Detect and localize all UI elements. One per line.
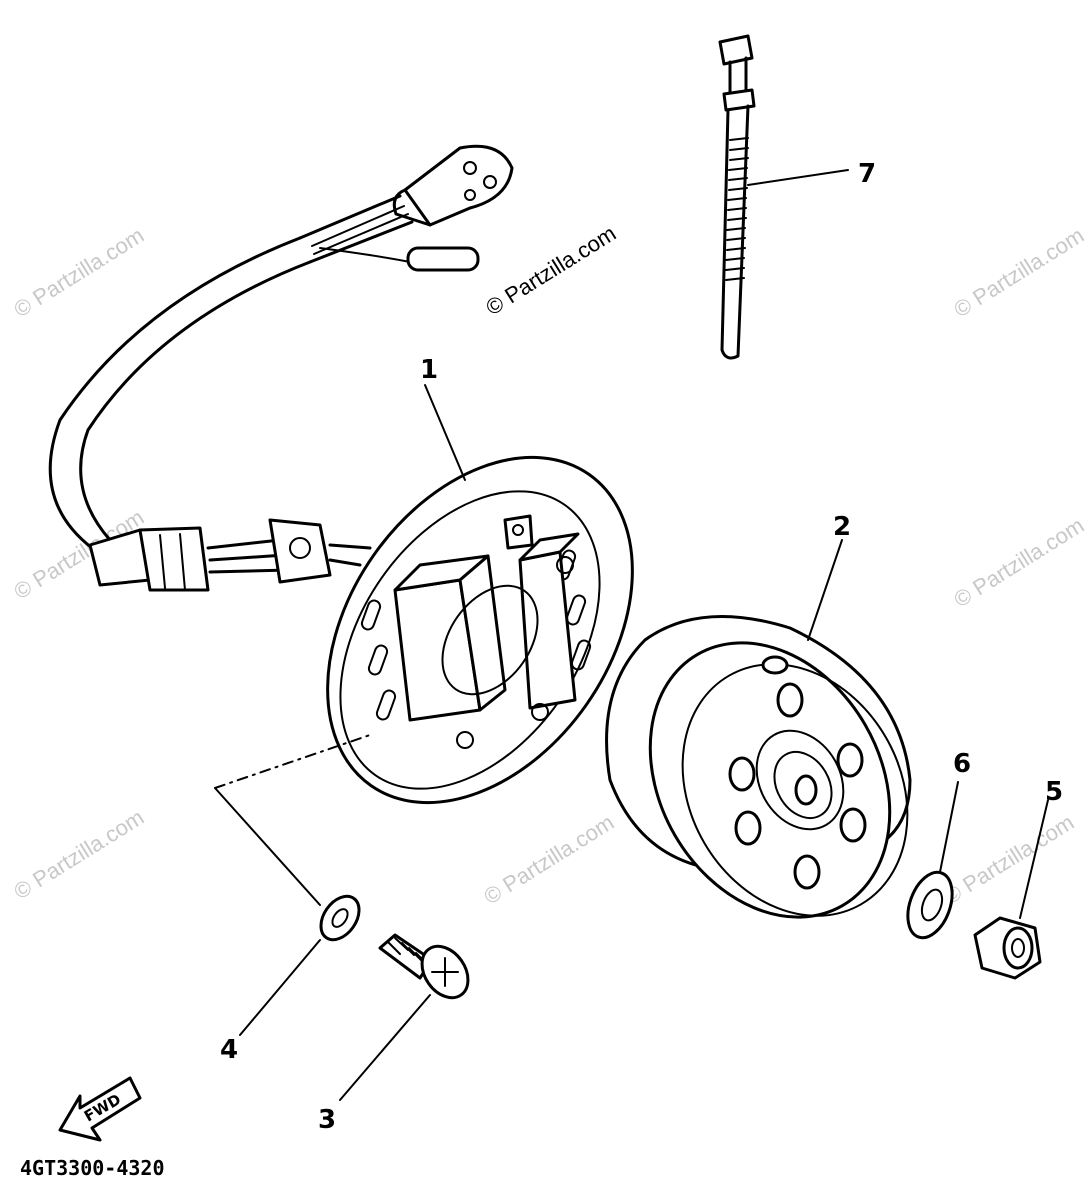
stator-assembly-part — [48, 144, 634, 805]
cable-tie-part — [718, 34, 756, 360]
watermark: © Partzilla.com — [9, 804, 148, 904]
watermark-main: © Partzilla.com — [481, 220, 620, 320]
callout-6: 6 — [953, 749, 971, 779]
leader-line-3 — [339, 994, 431, 1101]
plain-washer-part — [906, 870, 954, 940]
watermark: © Partzilla.com — [479, 809, 618, 909]
callout-3: 3 — [318, 1105, 336, 1135]
callout-2: 2 — [833, 512, 851, 542]
watermark: © Partzilla.com — [949, 512, 1088, 612]
leader-line-1 — [424, 384, 466, 481]
screw-part — [378, 933, 470, 1000]
guide-line-down — [214, 787, 321, 906]
guide-line — [214, 734, 371, 789]
leader-line-2 — [807, 539, 843, 641]
callout-7: 7 — [858, 159, 876, 189]
watermark: © Partzilla.com — [939, 809, 1078, 909]
callout-5: 5 — [1045, 777, 1063, 807]
callout-1: 1 — [420, 355, 438, 385]
leader-line-4 — [239, 939, 321, 1036]
fwd-arrow-icon: FWD — [58, 1076, 142, 1142]
nut-part — [973, 916, 1042, 980]
leader-line-6 — [939, 781, 959, 873]
washer-part — [319, 894, 361, 942]
rotor-part — [605, 615, 912, 919]
leader-line-5 — [1019, 799, 1049, 919]
callout-4: 4 — [220, 1035, 238, 1065]
watermark: © Partzilla.com — [9, 222, 148, 322]
watermark: © Partzilla.com — [949, 222, 1088, 322]
part-code: 4GT3300-4320 — [20, 1156, 165, 1180]
leader-line-7 — [747, 169, 849, 186]
